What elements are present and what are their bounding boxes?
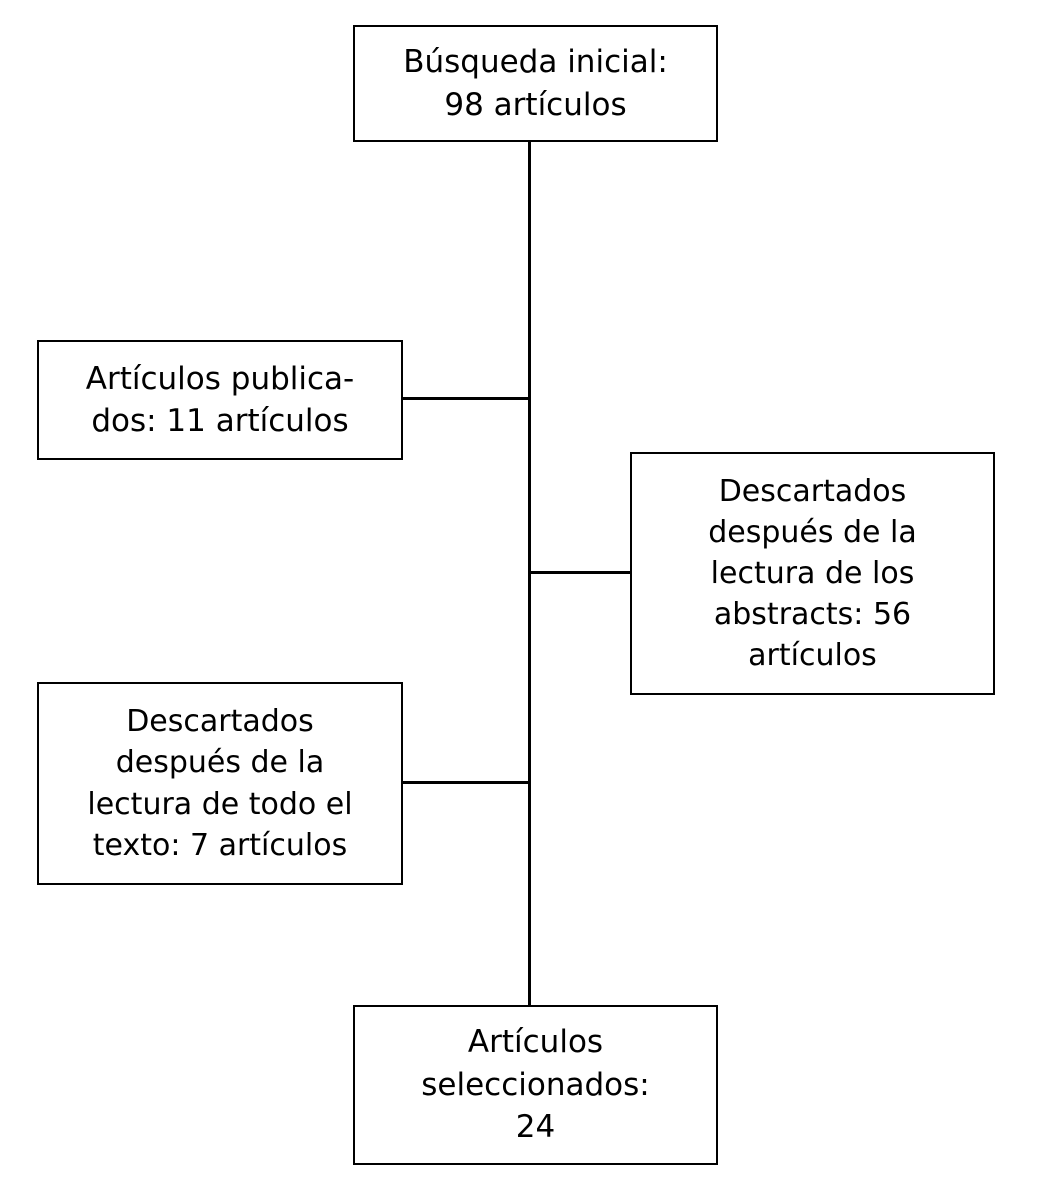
node-published-articles-label: Artículos publica- dos: 11 artículos — [85, 360, 355, 439]
node-initial-search: Búsqueda inicial: 98 artículos — [353, 25, 718, 142]
node-selected-articles: Artículos seleccionados: 24 — [353, 1005, 718, 1165]
node-published-articles: Artículos publica- dos: 11 artículos — [37, 340, 403, 460]
node-discarded-after-abstracts: Descartados después de la lectura de los… — [630, 452, 995, 695]
connector-to-discarded-fulltext — [401, 781, 530, 784]
node-discarded-after-fulltext: Descartados después de la lectura de tod… — [37, 682, 403, 885]
connector-to-discarded-abstracts — [528, 571, 632, 574]
node-selected-articles-label: Artículos seleccionados: 24 — [421, 1024, 650, 1146]
connector-vertical-spine — [528, 142, 531, 1007]
node-discarded-after-fulltext-label: Descartados después de la lectura de tod… — [87, 704, 353, 863]
connector-to-published-articles — [401, 397, 530, 400]
node-initial-search-label: Búsqueda inicial: 98 artículos — [403, 44, 668, 123]
node-discarded-after-abstracts-label: Descartados después de la lectura de los… — [708, 473, 917, 674]
